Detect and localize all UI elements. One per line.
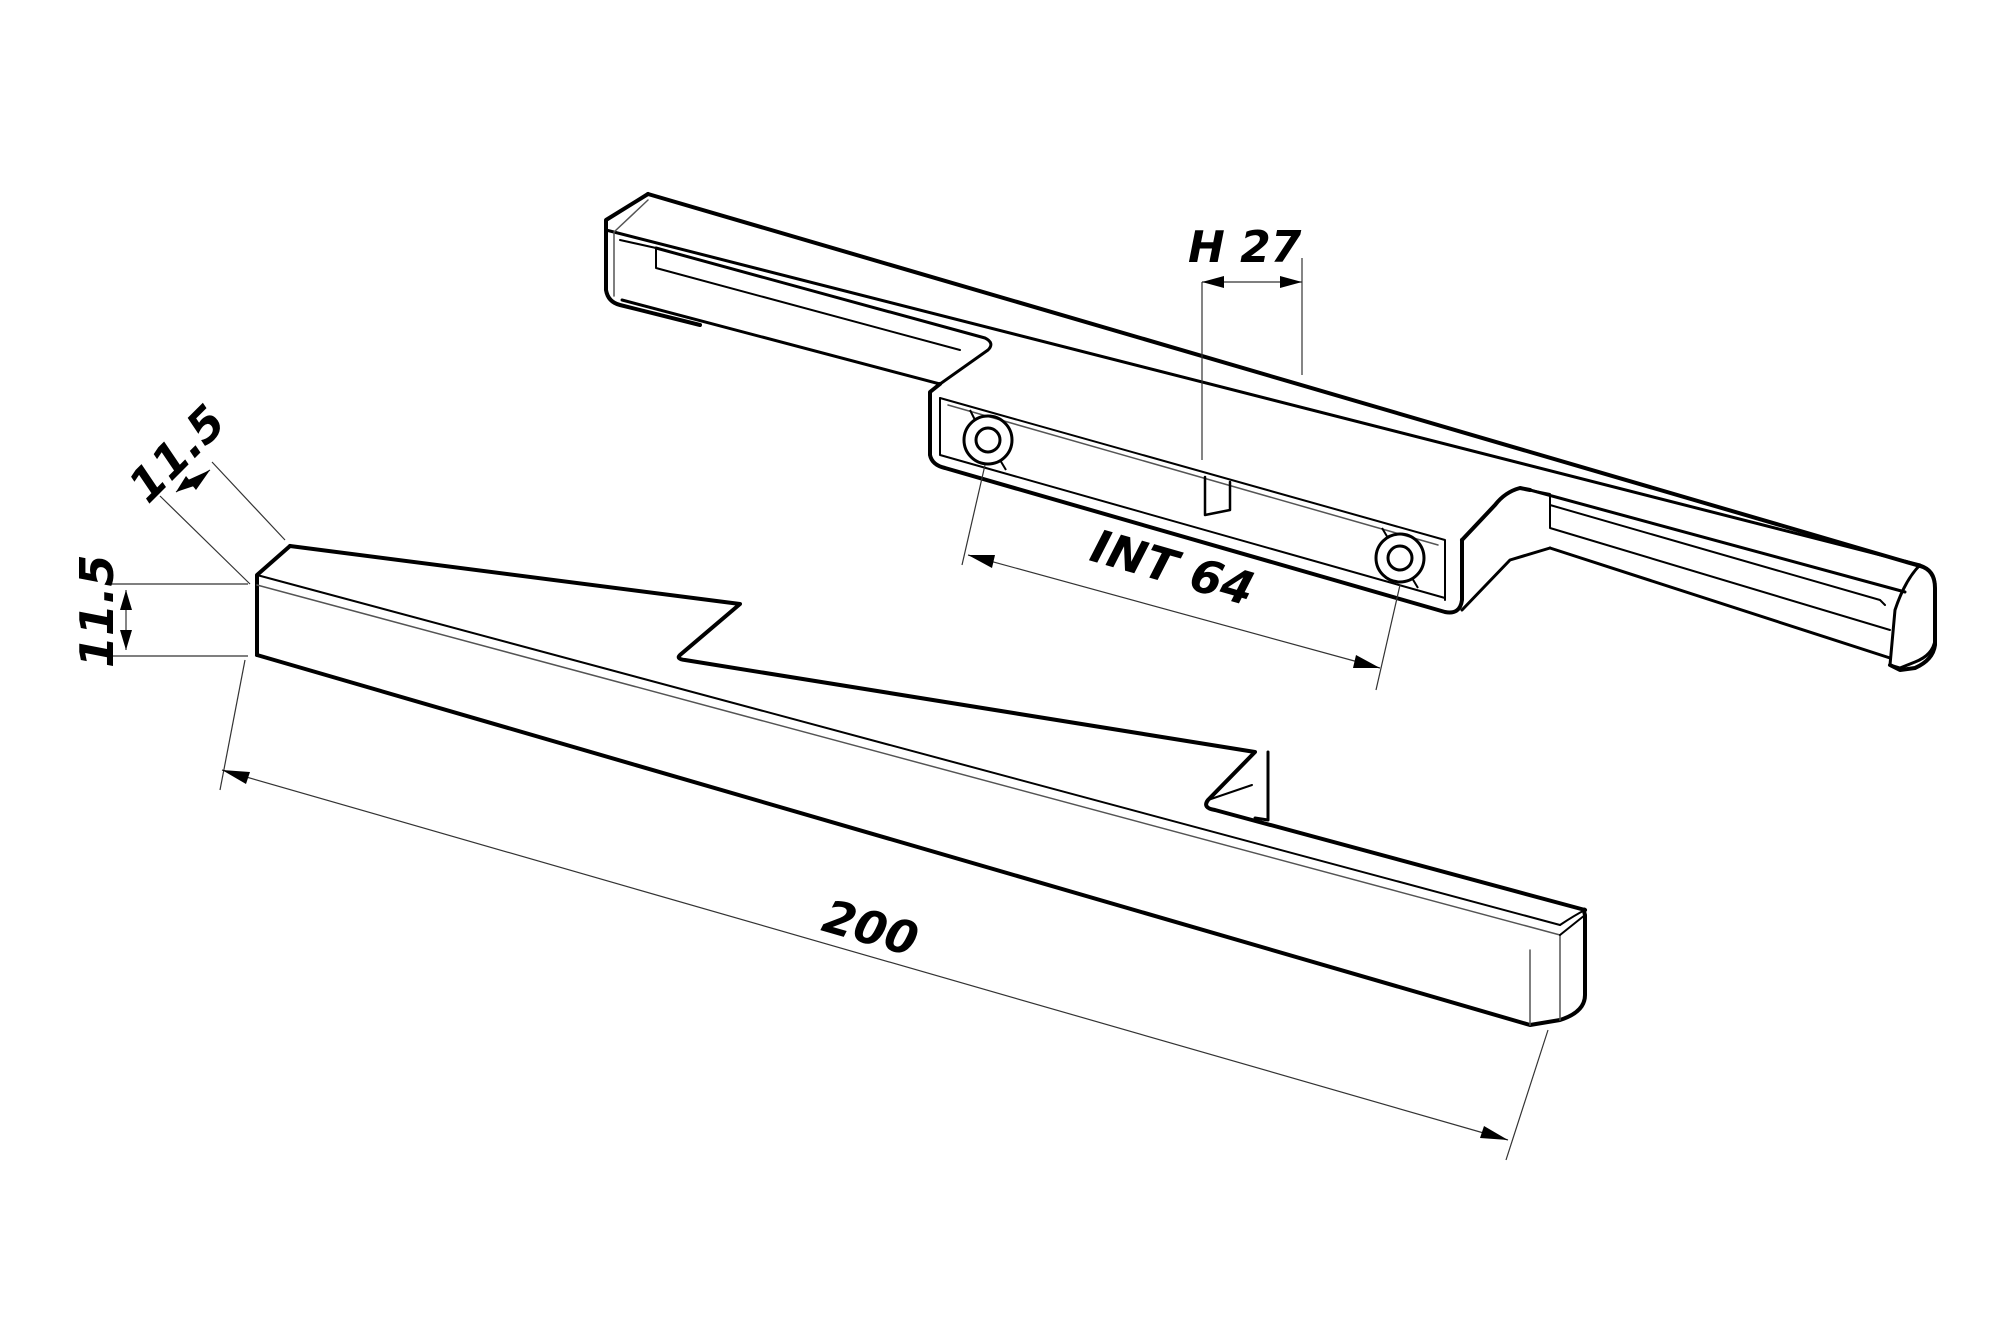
- handle-front-view: [255, 544, 1587, 1027]
- mounting-hole-right: [1374, 527, 1426, 589]
- dim-length-label: 200: [817, 889, 924, 967]
- dimension-arrows: [120, 276, 1508, 1140]
- handle-back-view: [604, 192, 1937, 672]
- dim-width-label: 11.5: [118, 394, 236, 512]
- dim-handle-height-label: H 27: [1188, 222, 1302, 273]
- dim-height-label: 11.5: [70, 555, 124, 669]
- mounting-hole-left: [962, 409, 1014, 471]
